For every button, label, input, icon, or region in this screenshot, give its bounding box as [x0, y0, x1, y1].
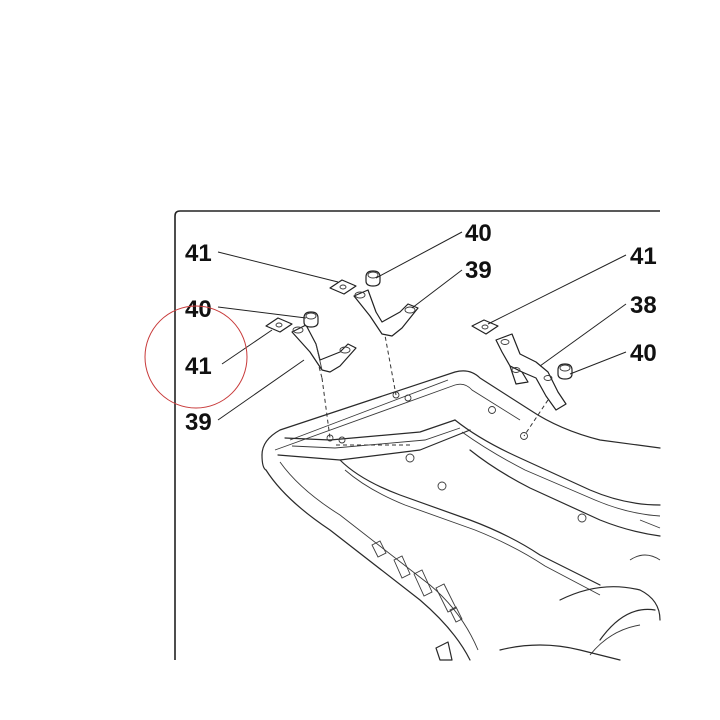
callout-40-right: 40: [630, 340, 657, 367]
diagram-frame: [174, 210, 660, 660]
leader-lines: [217, 231, 627, 421]
callout-41-left-lower: 41: [185, 353, 212, 380]
washer-41-top: [329, 279, 357, 295]
bracket-39-left: [291, 324, 357, 373]
callout-40-left: 40: [185, 296, 212, 323]
callout-41-right: 41: [630, 243, 657, 270]
washer-41-right: [471, 319, 499, 335]
callout-41-left: 41: [185, 240, 212, 267]
assembly-lines: [311, 329, 549, 446]
callout-40-top: 40: [465, 220, 492, 247]
callout-39-left: 39: [185, 409, 212, 436]
highlight-circle: [144, 305, 248, 409]
nut-40-right: [557, 363, 573, 380]
chassis-frame: [261, 370, 661, 661]
washer-41-left: [265, 317, 293, 333]
bracket-38-right: [495, 333, 567, 411]
nut-40-top: [365, 270, 381, 287]
callout-39-top: 39: [465, 257, 492, 284]
nut-40-left: [303, 311, 319, 328]
bracket-39-top: [353, 289, 419, 337]
callout-38-right: 38: [630, 292, 657, 319]
